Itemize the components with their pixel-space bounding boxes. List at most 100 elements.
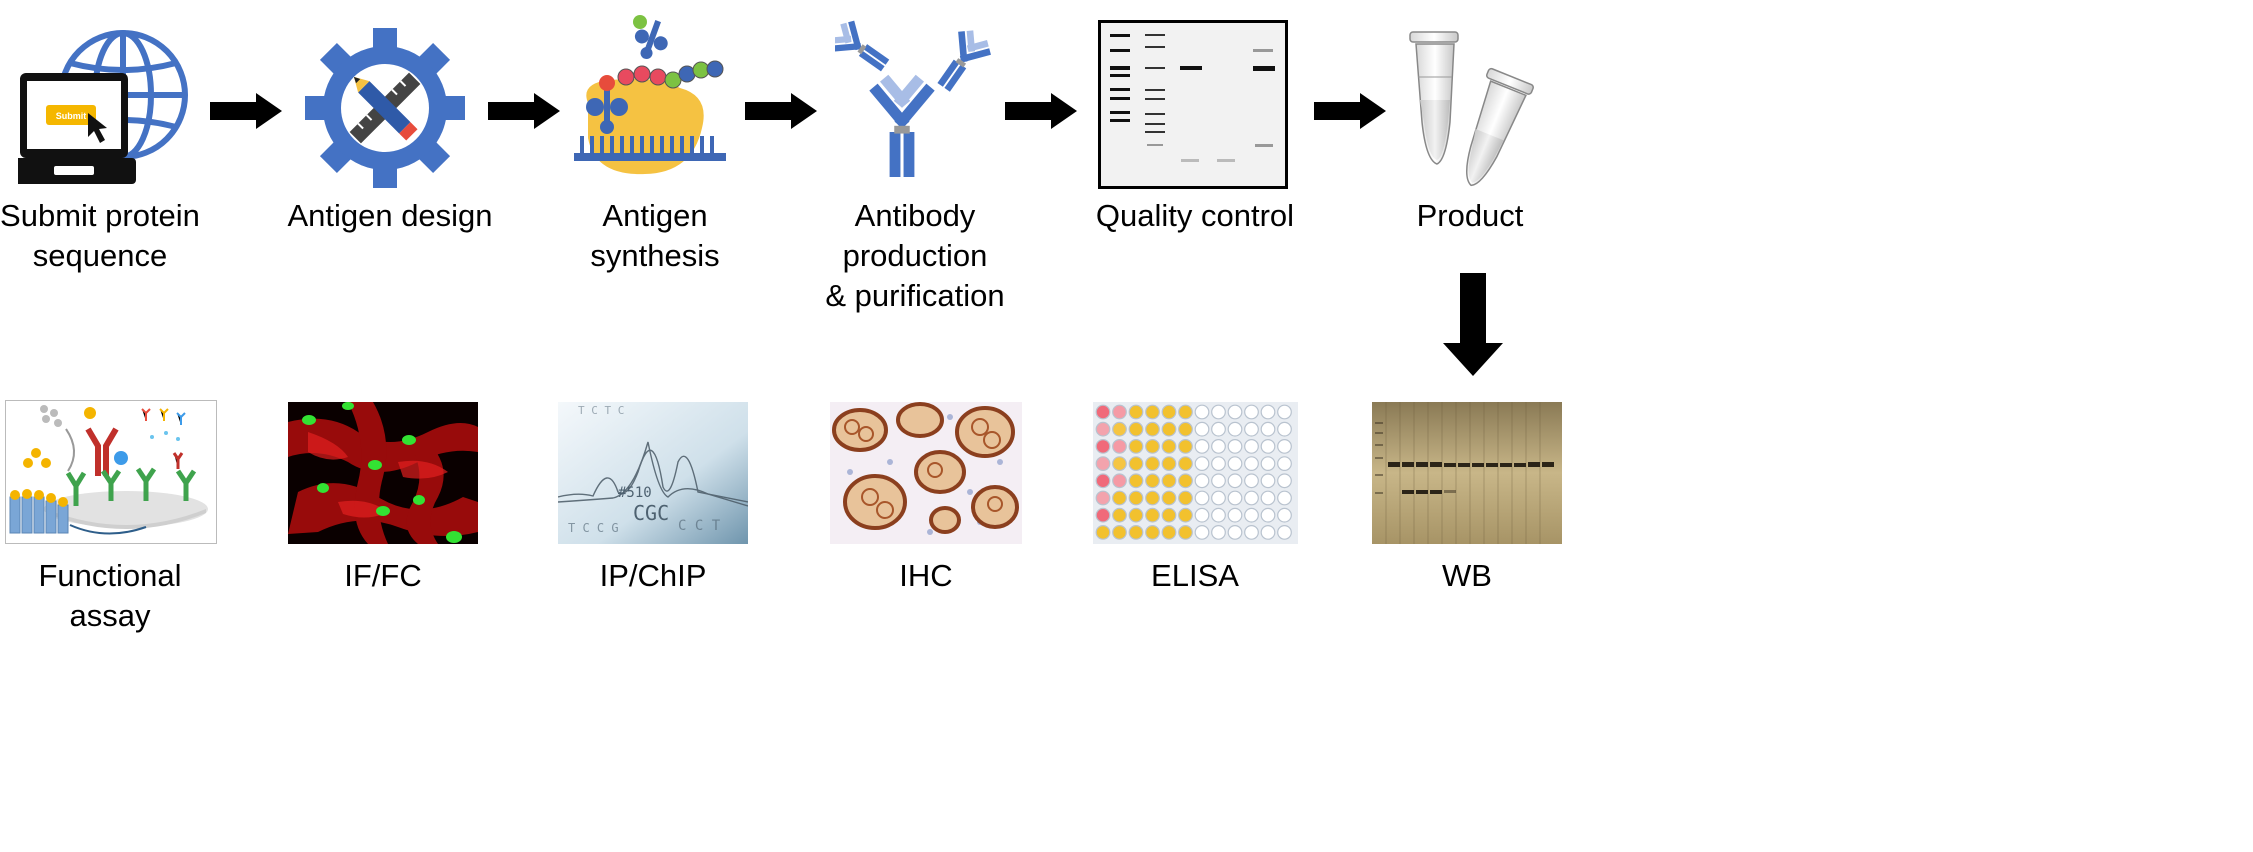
- elisa-well: [1194, 421, 1210, 437]
- elisa-well: [1211, 473, 1226, 489]
- elisa-well: [1260, 473, 1276, 489]
- antibodies-icon: [824, 12, 997, 179]
- elisa-well: [1112, 507, 1127, 523]
- sequencing-trace-photo: #510 CGC T C C G C C T T C T C: [558, 402, 748, 544]
- elisa-well: [1244, 439, 1259, 454]
- elisa-well: [1095, 404, 1111, 420]
- elisa-well: [1227, 473, 1243, 489]
- elisa-well: [1112, 421, 1127, 437]
- elisa-well: [1095, 456, 1111, 471]
- svg-text:C C T: C C T: [678, 518, 721, 534]
- elisa-well: [1161, 456, 1177, 471]
- elisa-well: [1194, 473, 1210, 489]
- elisa-well: [1277, 421, 1292, 437]
- step-label-line: Antigen synthesis: [590, 198, 720, 273]
- elisa-well: [1145, 456, 1160, 471]
- elisa-well: [1260, 456, 1276, 471]
- elisa-well: [1161, 490, 1177, 506]
- elisa-well: [1145, 473, 1160, 489]
- step-label-antigen-design: Antigen design: [280, 196, 500, 236]
- step-label-line: sequence: [32, 238, 168, 273]
- elisa-well: [1128, 473, 1144, 489]
- elisa-well: [1178, 507, 1193, 523]
- elisa-well: [1227, 439, 1243, 454]
- step-label-product: Product: [1360, 196, 1580, 236]
- elisa-well: [1112, 456, 1127, 471]
- svg-text:T C C G: T C C G: [568, 521, 619, 535]
- elisa-well: [1244, 490, 1259, 506]
- microtube-icon: [1392, 24, 1557, 194]
- elisa-well: [1095, 439, 1111, 454]
- elisa-well: [1260, 507, 1276, 523]
- elisa-well: [1277, 404, 1292, 420]
- elisa-well: [1211, 490, 1226, 506]
- step-label-line: Submit protein: [0, 198, 200, 233]
- elisa-well: [1211, 456, 1226, 471]
- elisa-well: [1178, 473, 1193, 489]
- elisa-well: [1161, 507, 1177, 523]
- step-label-antigen-synthesis: Antigen synthesis: [540, 196, 770, 276]
- western-blot-photo: [1372, 402, 1562, 544]
- ihc-stain-photo: [830, 402, 1022, 544]
- elisa-well: [1095, 524, 1111, 540]
- elisa-well: [1095, 490, 1111, 506]
- elisa-well: [1227, 490, 1243, 506]
- arrow-right-icon: [745, 93, 817, 134]
- arrow-down-icon: [1443, 273, 1503, 381]
- elisa-well: [1112, 490, 1127, 506]
- elisa-well: [1227, 456, 1243, 471]
- elisa-well: [1128, 439, 1144, 454]
- elisa-well: [1095, 421, 1111, 437]
- elisa-well: [1277, 490, 1292, 506]
- app-label-ip-chip: IP/ChIP: [599, 558, 707, 593]
- step-label-line: & purification: [825, 278, 1005, 313]
- elisa-well: [1244, 456, 1259, 471]
- elisa-well: [1178, 456, 1193, 471]
- elisa-well: [1244, 473, 1259, 489]
- elisa-well: [1260, 404, 1276, 420]
- laptop-globe-icon: Submit: [12, 25, 193, 190]
- elisa-well: [1227, 507, 1243, 523]
- app-label-wb: WB: [1442, 558, 1492, 593]
- elisa-well: [1194, 524, 1210, 540]
- elisa-well: [1178, 524, 1193, 540]
- elisa-well: [1211, 524, 1226, 540]
- elisa-well: [1194, 439, 1210, 454]
- elisa-well: [1178, 490, 1193, 506]
- elisa-well: [1194, 490, 1210, 506]
- elisa-well: [1260, 524, 1276, 540]
- arrow-right-icon: [488, 93, 560, 134]
- elisa-well: [1178, 421, 1193, 437]
- elisa-well: [1112, 404, 1127, 420]
- elisa-well: [1128, 507, 1144, 523]
- elisa-well: [1194, 456, 1210, 471]
- functional-assay-illustration: [5, 400, 217, 544]
- elisa-well: [1277, 439, 1292, 454]
- app-label-functional-assay: Functional assay: [38, 558, 182, 633]
- elisa-plate-photo: [1093, 402, 1298, 544]
- immunofluorescence-photo: [288, 402, 478, 544]
- elisa-well: [1161, 421, 1177, 437]
- elisa-well: [1194, 507, 1210, 523]
- arrow-right-icon: [1314, 93, 1386, 134]
- elisa-well: [1112, 473, 1127, 489]
- elisa-well: [1277, 524, 1292, 540]
- elisa-well: [1211, 507, 1226, 523]
- elisa-well: [1227, 404, 1243, 420]
- elisa-well: [1244, 404, 1259, 420]
- seq-bases-text: CGC: [633, 501, 669, 525]
- submit-button-text: Submit: [56, 111, 87, 121]
- elisa-well: [1244, 507, 1259, 523]
- elisa-well: [1145, 439, 1160, 454]
- app-label-if-fc: IF/FC: [344, 558, 422, 593]
- elisa-well: [1194, 404, 1210, 420]
- step-label-line: Antigen design: [287, 198, 493, 233]
- gear-pencil-ruler-icon: [305, 28, 465, 188]
- elisa-well: [1128, 404, 1144, 420]
- step-label-quality-control: Quality control: [1085, 196, 1305, 236]
- elisa-well: [1244, 421, 1259, 437]
- elisa-well: [1277, 456, 1292, 471]
- elisa-well: [1161, 404, 1177, 420]
- elisa-well: [1178, 439, 1193, 454]
- elisa-well: [1128, 421, 1144, 437]
